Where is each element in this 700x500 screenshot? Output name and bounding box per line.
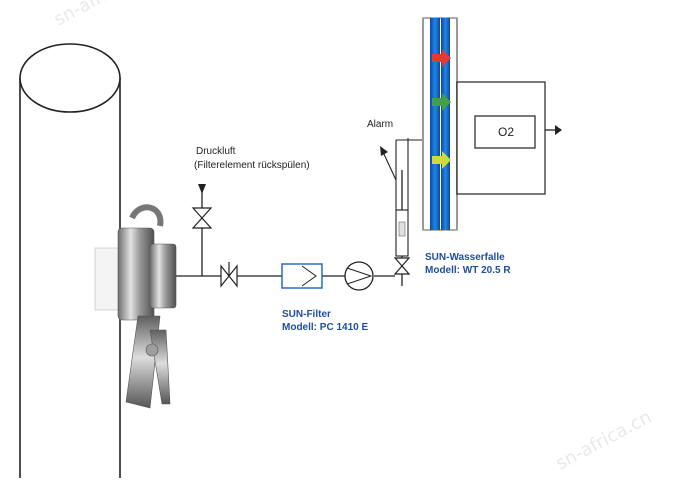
sun-wasserfalle — [422, 17, 458, 231]
druckluft-label: Druckluft — [196, 146, 236, 157]
watermark-bottom: sn-africa.cn — [552, 407, 655, 475]
druckluft-sublabel: (Filterelement rückspülen) — [194, 160, 310, 171]
compressed-air-arrow — [198, 184, 206, 194]
trap-inlet-valve — [393, 257, 411, 275]
trap-arrow-red — [432, 49, 451, 67]
filter-name-label: SUN-Filter — [282, 309, 331, 320]
wasserfalle-model-label: Modell: WT 20.5 R — [425, 265, 511, 276]
analyzer-outlet — [545, 125, 562, 135]
sun-filter — [281, 263, 323, 289]
stack-cylinder — [19, 43, 121, 478]
shutoff-valve — [220, 262, 238, 288]
analyzer-label: O2 — [498, 125, 514, 139]
wasserfalle-name-label: SUN-Wasserfalle — [425, 252, 505, 263]
trap-arrow-yellow — [432, 151, 451, 169]
analyzer-enclosure — [456, 81, 546, 195]
flow-tube — [395, 138, 430, 257]
alarm-label: Alarm — [367, 119, 393, 130]
alarm-line — [380, 146, 397, 181]
compressed-air-valve — [191, 207, 213, 229]
trap-arrow-green — [432, 93, 451, 111]
probe-flange — [94, 204, 177, 409]
watermark-top: sn-africa.cn — [50, 0, 153, 30]
filter-model-label: Modell: PC 1410 E — [282, 322, 368, 333]
sample-pump — [344, 261, 374, 291]
